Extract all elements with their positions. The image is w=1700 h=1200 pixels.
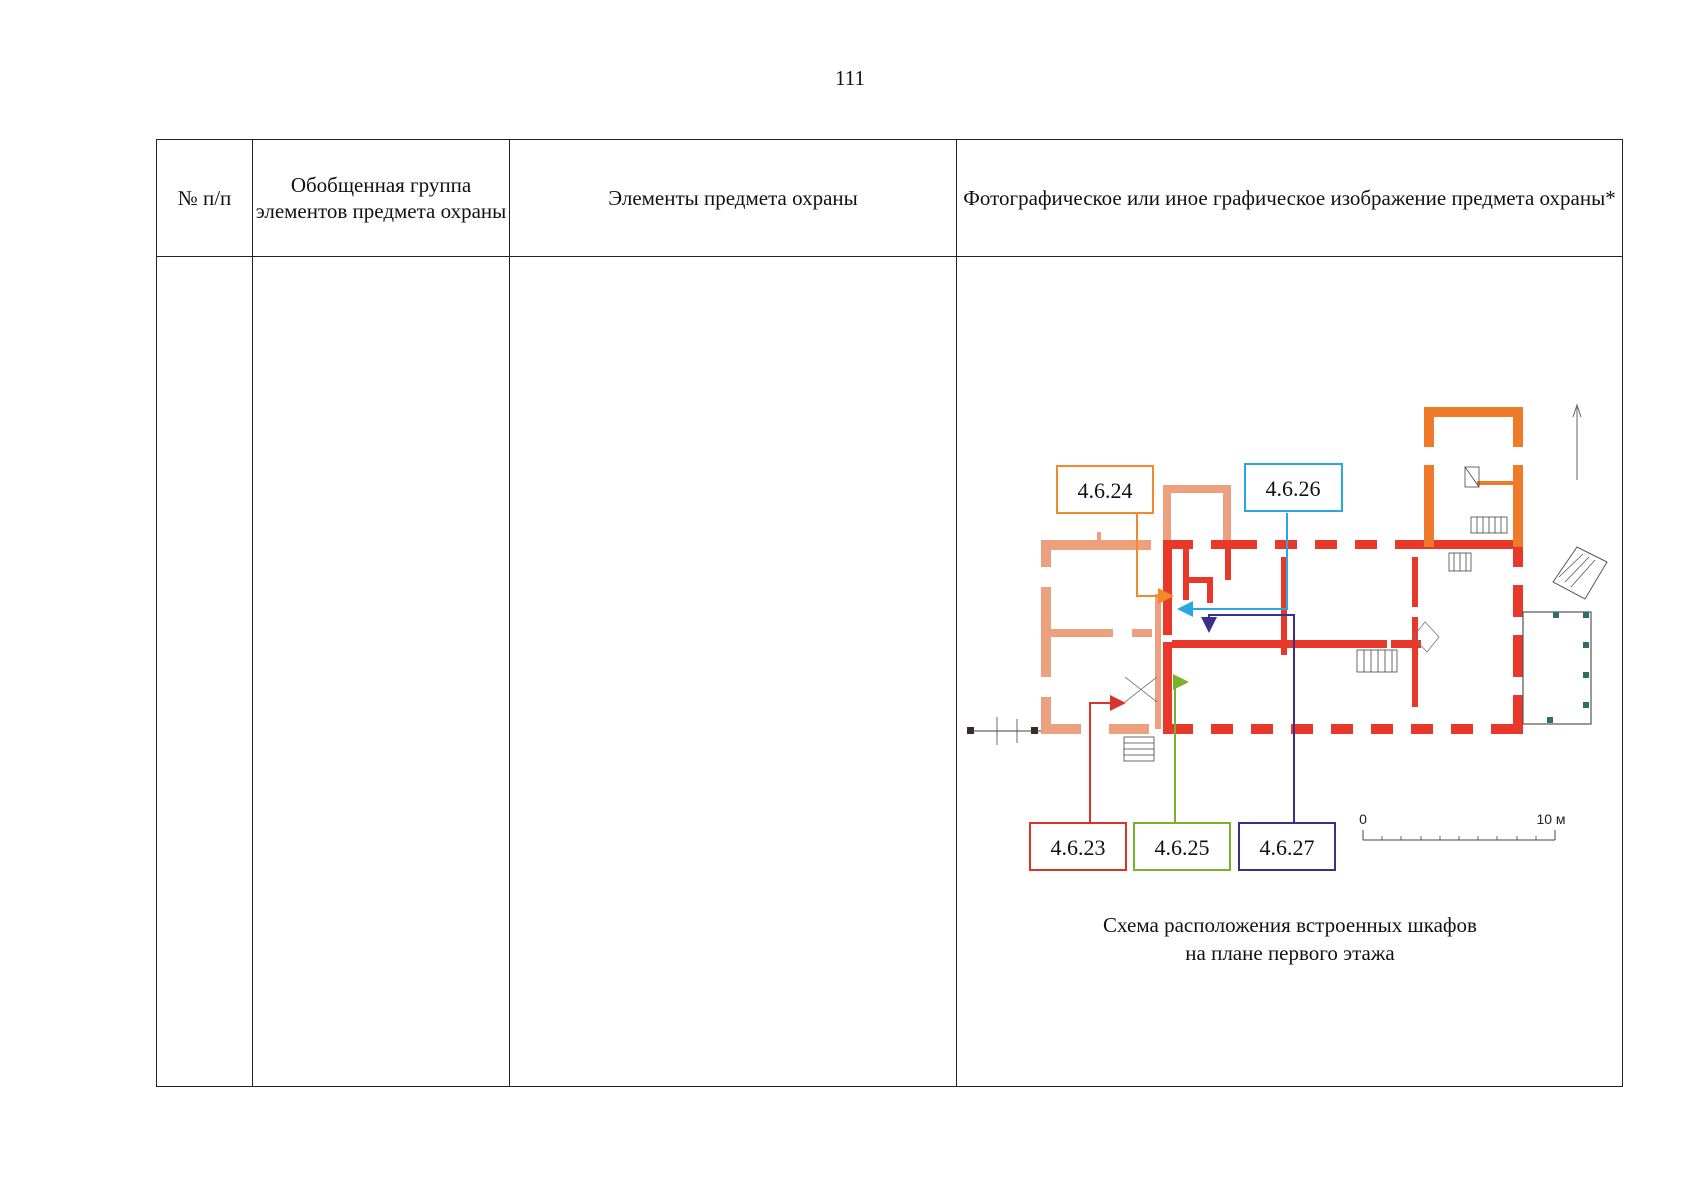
floor-plan-figure: 4.6.24 4.6.26 4.6.23 4.6.25 bbox=[967, 403, 1608, 871]
north-arrow-icon bbox=[1572, 403, 1582, 480]
callout-label: 4.6.26 bbox=[1266, 476, 1321, 501]
scale-bar: 0 10 м bbox=[1359, 811, 1566, 841]
scale-start-label: 0 bbox=[1359, 811, 1367, 827]
east-veranda bbox=[1522, 546, 1608, 725]
stairs bbox=[1123, 466, 1508, 762]
doors bbox=[1124, 621, 1440, 703]
callout-label: 4.6.23 bbox=[1051, 835, 1106, 860]
leader-lines bbox=[1089, 513, 1295, 823]
caption-line-2: на плане первого этажа bbox=[1185, 941, 1395, 965]
scale-end-label: 10 м bbox=[1536, 811, 1565, 827]
cell-group bbox=[252, 256, 510, 1087]
header-elements: Элементы предмета охраны bbox=[509, 139, 957, 257]
caption-line-1: Схема расположения встроенных шкафов bbox=[1103, 913, 1477, 937]
callout-4-6-27: 4.6.27 bbox=[1238, 822, 1336, 871]
floor-plan bbox=[967, 407, 1608, 762]
windows bbox=[1041, 540, 1523, 734]
page-number: 111 bbox=[835, 66, 865, 90]
annex-walls bbox=[1163, 485, 1231, 545]
protection-table: № п/п Обобщенная группа элементов предме… bbox=[156, 139, 1623, 1087]
header-group: Обобщенная группа элементов предмета охр… bbox=[252, 139, 510, 257]
callout-4-6-26: 4.6.26 bbox=[1244, 463, 1343, 512]
table-row: 4.6.24 4.6.26 4.6.23 4.6.25 bbox=[156, 256, 1623, 1087]
callout-4-6-23: 4.6.23 bbox=[1029, 822, 1127, 871]
callout-4-6-25: 4.6.25 bbox=[1133, 822, 1231, 871]
cell-elements bbox=[509, 256, 957, 1087]
figure-caption: Схема расположения встроенных шкафов на … bbox=[957, 911, 1623, 967]
callout-4-6-24: 4.6.24 bbox=[1056, 465, 1154, 514]
cell-number bbox=[156, 256, 253, 1087]
callout-label: 4.6.27 bbox=[1260, 835, 1315, 860]
leader-4-6-23 bbox=[1089, 695, 1126, 823]
cell-image: 4.6.24 4.6.26 4.6.23 4.6.25 bbox=[956, 256, 1623, 1087]
west-block-walls bbox=[1041, 532, 1161, 734]
header-number: № п/п bbox=[156, 139, 253, 257]
leader-4-6-24 bbox=[1136, 513, 1174, 604]
leader-4-6-27 bbox=[1201, 614, 1295, 823]
callout-label: 4.6.25 bbox=[1155, 835, 1210, 860]
leader-4-6-25 bbox=[1173, 674, 1189, 823]
north-tower-walls bbox=[1424, 407, 1523, 547]
header-image: Фотографическое или иное графическое изо… bbox=[956, 139, 1623, 257]
callout-label: 4.6.24 bbox=[1078, 478, 1133, 503]
leader-4-6-26 bbox=[1177, 513, 1288, 617]
west-entrance bbox=[967, 717, 1041, 745]
table-header-row: № п/п Обобщенная группа элементов предме… bbox=[156, 139, 1623, 257]
